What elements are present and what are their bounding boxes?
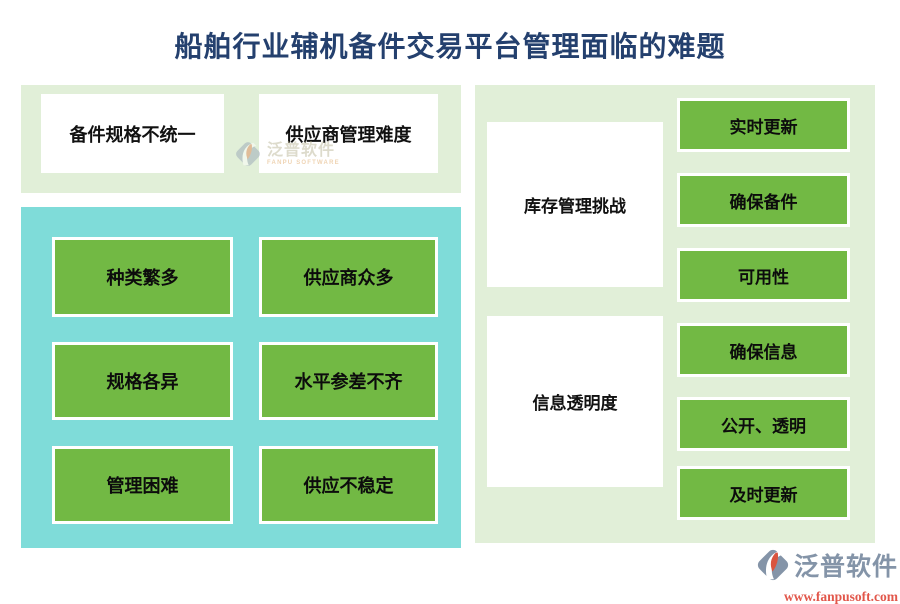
tag-timely-update: 及时更新 bbox=[677, 466, 850, 520]
footer-url-text: www.fanpusoft.com bbox=[783, 589, 898, 604]
tag-many-suppliers: 供应商众多 bbox=[259, 237, 438, 317]
page-title: 船舶行业辅机备件交易平台管理面临的难题 bbox=[174, 31, 726, 62]
tag-open-transparent: 公开、透明 bbox=[677, 397, 850, 451]
tag-hard-to-manage: 管理困难 bbox=[52, 446, 233, 524]
fanpu-logo-icon bbox=[754, 546, 792, 589]
issue-header-supplier-difficulty: 供应商管理难度 bbox=[259, 94, 438, 173]
tag-spec-differs: 规格各异 bbox=[52, 342, 233, 420]
tag-unstable-supply: 供应不稳定 bbox=[259, 446, 438, 524]
tag-ensure-spares: 确保备件 bbox=[677, 173, 850, 227]
group-label-info-transparency: 信息透明度 bbox=[487, 316, 663, 487]
tag-ensure-info: 确保信息 bbox=[677, 323, 850, 377]
tag-uneven-level: 水平参差不齐 bbox=[259, 342, 438, 420]
tag-availability: 可用性 bbox=[677, 248, 850, 302]
tag-realtime-update: 实时更新 bbox=[677, 98, 850, 152]
tag-variety: 种类繁多 bbox=[52, 237, 233, 317]
fanpu-footer-logo: 泛普软件 www.fanpusoft.com bbox=[750, 546, 898, 604]
footer-brand-text: 泛普软件 bbox=[793, 553, 898, 581]
issue-header-spec-nonuniform: 备件规格不统一 bbox=[41, 94, 224, 173]
group-label-inventory-challenge: 库存管理挑战 bbox=[487, 122, 663, 287]
